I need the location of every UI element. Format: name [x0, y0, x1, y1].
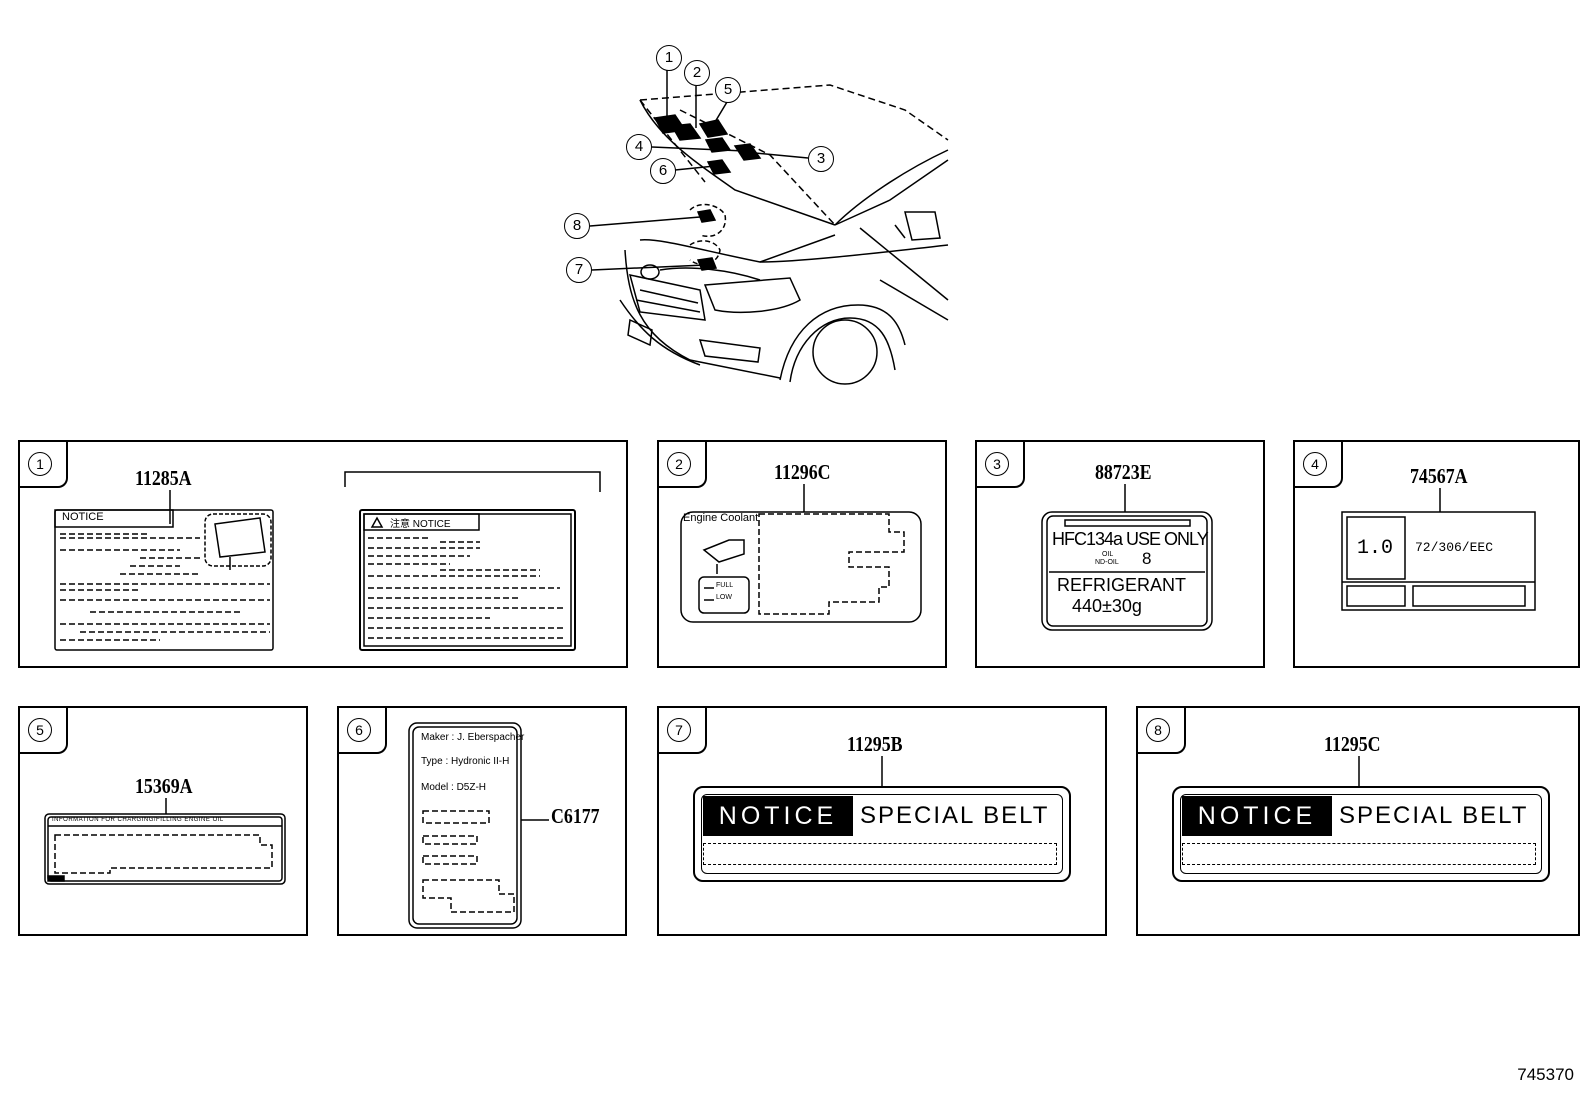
panel-tab: 1 — [20, 442, 68, 488]
part-number: 11285A — [135, 466, 192, 490]
car-front-drawing — [589, 70, 949, 385]
callout-4: 4 — [626, 134, 652, 160]
part-number: 11295B — [847, 732, 903, 756]
regulation-code: 72/306/EEC — [1415, 540, 1494, 555]
part-number: 11295C — [1324, 732, 1381, 756]
panel-8-label-11295C: 8 11295C NOTICE SPECIAL BELT — [1136, 706, 1580, 936]
panel-number: 3 — [985, 452, 1009, 476]
type-line: Type : Hydronic II-H — [421, 756, 510, 767]
oil-type: ND-OIL — [1095, 559, 1119, 566]
panel-tab: 5 — [20, 708, 68, 754]
notice-banner: NOTICE — [703, 796, 853, 836]
part-number: 74567A — [1410, 464, 1468, 488]
special-belt-text: SPECIAL BELT — [1339, 802, 1529, 829]
panel-7-label-11295B: 7 11295B NOTICE SPECIAL BELT — [657, 706, 1107, 936]
panel-6-label-C6177: 6 C6177 Maker : J. Eberspacher Type : Hy… — [337, 706, 627, 936]
notice-banner: NOTICE — [1182, 796, 1332, 836]
panel-tab: 7 — [659, 708, 707, 754]
oil-number: 8 — [1142, 549, 1152, 568]
leader-line — [1358, 756, 1360, 786]
panel-number: 1 — [28, 452, 52, 476]
notice-text-2: 注意 NOTICE — [390, 519, 451, 530]
panel-tab: 8 — [1138, 708, 1186, 754]
panel-tab: 3 — [977, 442, 1025, 488]
leader-line — [881, 756, 883, 786]
part-number: 15369A — [135, 774, 193, 798]
figure-id: 745370 — [1517, 1065, 1574, 1084]
label-drawing — [54, 471, 601, 651]
special-belt-label: NOTICE SPECIAL BELT — [693, 786, 1071, 882]
label-drawing — [408, 722, 549, 929]
low-level: LOW — [716, 594, 732, 601]
refrigerant-amount: 440±30g — [1072, 596, 1142, 616]
panel-2-label-11296C: 2 11296C Engine Coolant FULL LOW — [657, 440, 947, 668]
callout-3: 3 — [808, 146, 834, 172]
panel-number: 6 — [347, 718, 371, 742]
part-number: 88723E — [1095, 460, 1152, 484]
panel-number: 4 — [1303, 452, 1327, 476]
panel-tab: 4 — [1295, 442, 1343, 488]
callout-2: 2 — [684, 60, 710, 86]
label-value: 1.0 — [1357, 537, 1394, 560]
panel-4-label-74567A: 4 74567A 1.0 72/306/EEC — [1293, 440, 1580, 668]
special-belt-text: SPECIAL BELT — [860, 802, 1050, 829]
coolant-title: Engine Coolant — [683, 512, 759, 524]
oil-label: OIL — [1102, 551, 1114, 558]
model-line: Model : D5Z-H — [421, 782, 487, 793]
callout-8: 8 — [564, 213, 590, 239]
special-belt-label: NOTICE SPECIAL BELT — [1172, 786, 1550, 882]
label-drawing — [1041, 484, 1213, 631]
label-drawing — [1341, 488, 1536, 611]
panel-number: 7 — [667, 718, 691, 742]
maker-line: Maker : J. Eberspacher — [421, 732, 525, 743]
label-drawing — [680, 484, 922, 623]
part-number: 11296C — [774, 460, 831, 484]
oil-info-header: INFORMATION FOR CHARGING/FILLING ENGINE … — [52, 817, 224, 823]
panel-5-label-15369A: 5 15369A INFORMATION FOR CHARGING/FILLIN… — [18, 706, 308, 936]
full-level: FULL — [716, 582, 734, 589]
refrigerant-label: REFRIGERANT — [1057, 575, 1187, 595]
panel-tab: 6 — [339, 708, 387, 754]
callout-1: 1 — [656, 45, 682, 71]
notice-text: NOTICE — [62, 511, 104, 523]
refrigerant-type: HFC134a USE ONLY — [1052, 529, 1209, 549]
panel-1-label-11285A: 1 11285A — [18, 440, 628, 668]
callout-5: 5 — [715, 77, 741, 103]
part-number: C6177 — [551, 804, 600, 828]
panel-number: 5 — [28, 718, 52, 742]
callout-6: 6 — [650, 158, 676, 184]
panel-number: 8 — [1146, 718, 1170, 742]
callout-7: 7 — [566, 257, 592, 283]
panel-3-label-88723E: 3 88723E HFC134a USE ONLY OIL ND-OIL 8 R… — [975, 440, 1265, 668]
vehicle-overview — [0, 0, 1592, 425]
label-drawing — [44, 798, 286, 885]
panel-tab: 2 — [659, 442, 707, 488]
panel-number: 2 — [667, 452, 691, 476]
